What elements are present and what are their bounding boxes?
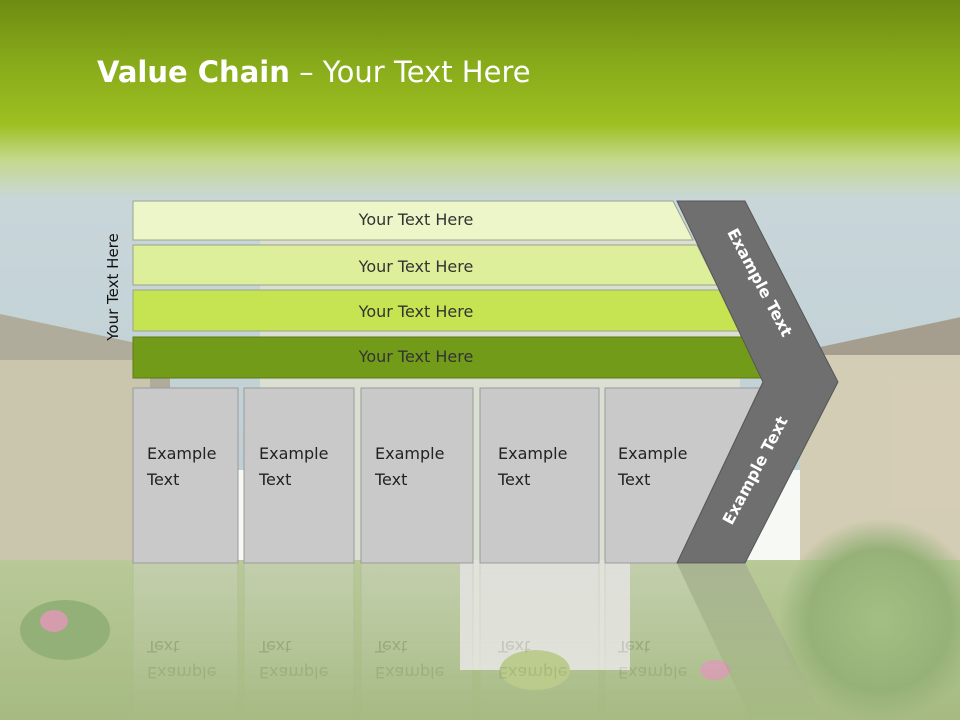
refl-box-3-line1: Example [375,663,444,682]
box-1-line1: Example [147,444,216,463]
box-3-line2: Text [374,470,407,489]
refl-box-1-line1: Example [147,663,216,682]
box-group: Example Text Example Text Example Text E… [132,387,761,564]
bar-4-label: Your Text Here [358,347,474,366]
refl-box-4-line1: Example [498,663,567,682]
box-1 [132,387,239,564]
title-bold: Value Chain [97,55,290,89]
refl-box-5-line2: Text [617,637,650,656]
box-1-line2: Text [146,470,179,489]
box-4-line2: Text [497,470,530,489]
box-3-line1: Example [375,444,444,463]
box-2-line1: Example [259,444,328,463]
refl-box-4-line2: Text [497,637,530,656]
bar-group: Your Text Here Your Text Here Your Text … [132,200,764,379]
bar-2-label: Your Text Here [358,257,474,276]
bar-1 [132,200,694,241]
title-rest: – Your Text Here [289,55,531,89]
refl-box-2-line2: Text [258,637,291,656]
reflection: Example Text Example Text Example Text E… [132,562,826,720]
box-3 [360,387,474,564]
bar-3-label: Your Text Here [358,302,474,321]
box-5-line2: Text [617,470,650,489]
bar-1-label: Your Text Here [358,210,474,229]
box-2 [243,387,355,564]
box-2-line2: Text [258,470,291,489]
header-band: Value Chain – Your Text Here [0,0,960,200]
box-4-line1: Example [498,444,567,463]
refl-box-1-line2: Text [146,637,179,656]
refl-box-5-line1: Example [618,663,687,682]
refl-box-3-line2: Text [374,637,407,656]
slide-title: Value Chain – Your Text Here [97,55,531,89]
box-5-line1: Example [618,444,687,463]
refl-box-2-line1: Example [259,663,328,682]
